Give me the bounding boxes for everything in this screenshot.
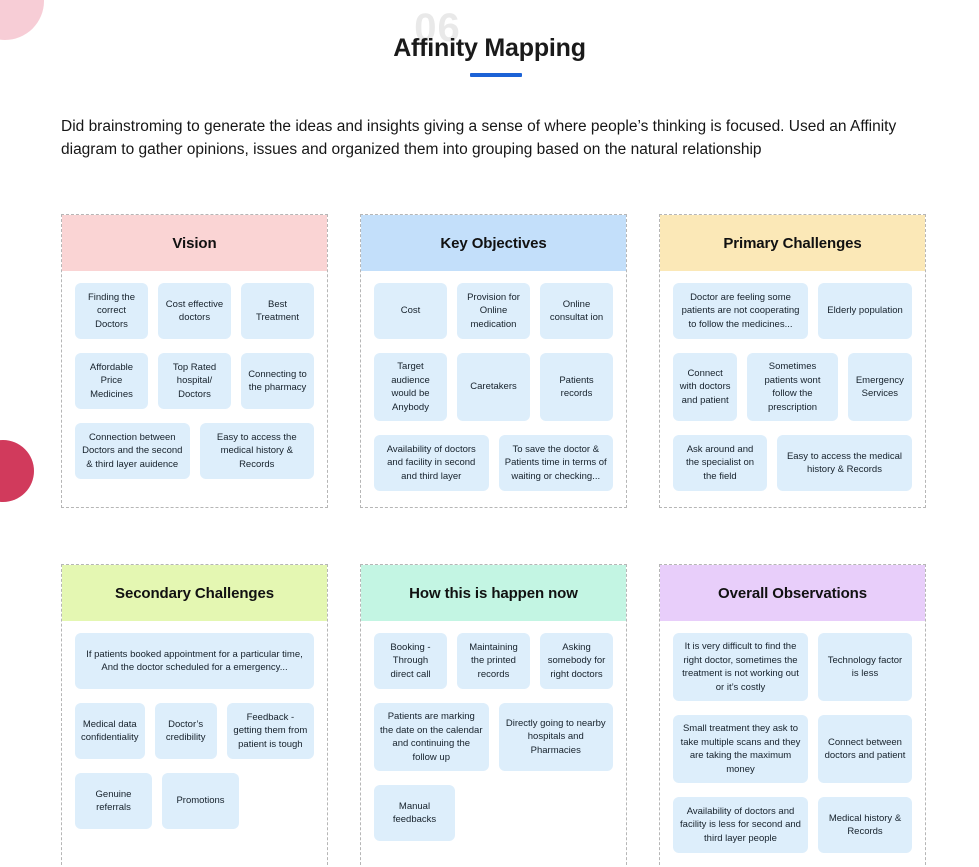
sticky-note[interactable]: Connect between doctors and patient [818, 715, 912, 783]
section-number: 06 [414, 6, 461, 50]
sticky-note[interactable]: Asking somebody for right doctors [540, 633, 613, 689]
page-title: Affinity Mapping [393, 34, 586, 62]
note-row: Availability of doctors and facility in … [374, 435, 613, 491]
sticky-note[interactable]: Patients records [540, 353, 613, 421]
sticky-note[interactable]: Promotions [162, 773, 239, 829]
note-row: Patients are marking the date on the cal… [374, 703, 613, 771]
sticky-note[interactable]: To save the doctor & Patients time in te… [498, 435, 613, 491]
title-underline [470, 73, 522, 77]
note-row: It is very difficult to find the right d… [673, 633, 912, 701]
sticky-note[interactable]: Medical data confidentiality [75, 703, 145, 759]
sticky-note[interactable]: If patients booked appointment for a par… [75, 633, 314, 689]
sticky-note[interactable]: Connect with doctors and patient [673, 353, 738, 421]
sticky-note[interactable]: Easy to access the medical history & Rec… [199, 423, 314, 479]
sticky-note[interactable]: Patients are marking the date on the cal… [374, 703, 489, 771]
sticky-note[interactable]: Finding the correct Doctors [75, 283, 148, 339]
sticky-note[interactable]: Emergency Services [847, 353, 912, 421]
sticky-note[interactable]: Feedback - getting them from patient is … [226, 703, 314, 759]
note-spacer [465, 785, 534, 841]
group-title-overall-observations: Overall Observations [660, 565, 925, 621]
sticky-note[interactable]: Best Treatment [241, 283, 314, 339]
sticky-note[interactable]: Cost [374, 283, 447, 339]
group-notes: If patients booked appointment for a par… [62, 621, 327, 845]
group-title-how-this-is-happen-now: How this is happen now [361, 565, 626, 621]
sticky-note[interactable]: Doctor’s credibility [154, 703, 217, 759]
sticky-note[interactable]: Top Rated hospital/ Doctors [158, 353, 231, 409]
note-row: Doctor are feeling some patients are not… [673, 283, 912, 339]
group-title-secondary-challenges: Secondary Challenges [62, 565, 327, 621]
decorative-circle-left [0, 440, 34, 502]
sticky-note[interactable]: Manual feedbacks [374, 785, 455, 841]
sticky-note[interactable]: Elderly population [818, 283, 912, 339]
sticky-note[interactable]: Availability of doctors and facility is … [673, 797, 808, 853]
sticky-note[interactable]: Easy to access the medical history & Rec… [777, 435, 912, 491]
sticky-note[interactable]: Booking - Through direct call [374, 633, 447, 689]
sticky-note[interactable]: Ask around and the specialist on the fie… [673, 435, 767, 491]
note-spacer [249, 773, 314, 829]
group-title-primary-challenges: Primary Challenges [660, 215, 925, 271]
sticky-note[interactable]: Connecting to the pharmacy [241, 353, 314, 409]
group-row: Secondary Challenges If patients booked a… [61, 564, 927, 867]
group-title-vision: Vision [62, 215, 327, 271]
sticky-note[interactable]: Medical history & Records [818, 797, 912, 853]
note-row: Availability of doctors and facility is … [673, 797, 912, 853]
sticky-note[interactable]: Doctor are feeling some patients are not… [673, 283, 808, 339]
sticky-note[interactable]: Connection between Doctors and the secon… [75, 423, 190, 479]
sticky-note[interactable]: It is very difficult to find the right d… [673, 633, 808, 701]
sticky-note[interactable]: Small treatment they ask to take multipl… [673, 715, 808, 783]
sticky-note[interactable]: Genuine referrals [75, 773, 152, 829]
sticky-note[interactable]: Caretakers [457, 353, 530, 421]
sticky-note[interactable]: Technology factor is less [818, 633, 912, 701]
group-notes: It is very difficult to find the right d… [660, 621, 925, 867]
note-row: If patients booked appointment for a par… [75, 633, 314, 689]
note-row: Connection between Doctors and the secon… [75, 423, 314, 479]
group-notes: Doctor are feeling some patients are not… [660, 271, 925, 507]
affinity-group-secondary-challenges: Secondary Challenges If patients booked a… [61, 564, 328, 867]
group-title-key-objectives: Key Objectives [361, 215, 626, 271]
page-header: 06 Affinity Mapping [0, 6, 979, 65]
sticky-note[interactable]: Affordable Price Medicines [75, 353, 148, 409]
note-row: Small treatment they ask to take multipl… [673, 715, 912, 783]
note-spacer [544, 785, 613, 841]
sticky-note[interactable]: Provision for Online medication [457, 283, 530, 339]
intro-paragraph: Did brainstroming to generate the ideas … [61, 118, 897, 158]
sticky-note[interactable]: Sometimes patients wont follow the presc… [747, 353, 838, 421]
note-row: Manual feedbacks [374, 785, 613, 841]
sticky-note[interactable]: Maintaining the printed records [457, 633, 530, 689]
note-row: Ask around and the specialist on the fie… [673, 435, 912, 491]
affinity-group-overall-observations: Overall Observations It is very difficult… [659, 564, 926, 867]
sticky-note[interactable]: Online consultat ion [540, 283, 613, 339]
sticky-note[interactable]: Directly going to nearby hospitals and P… [498, 703, 613, 771]
sticky-note[interactable]: Target audience would be Anybody [374, 353, 447, 421]
sticky-note[interactable]: Availability of doctors and facility in … [374, 435, 489, 491]
sticky-note[interactable]: Cost effective doctors [158, 283, 231, 339]
